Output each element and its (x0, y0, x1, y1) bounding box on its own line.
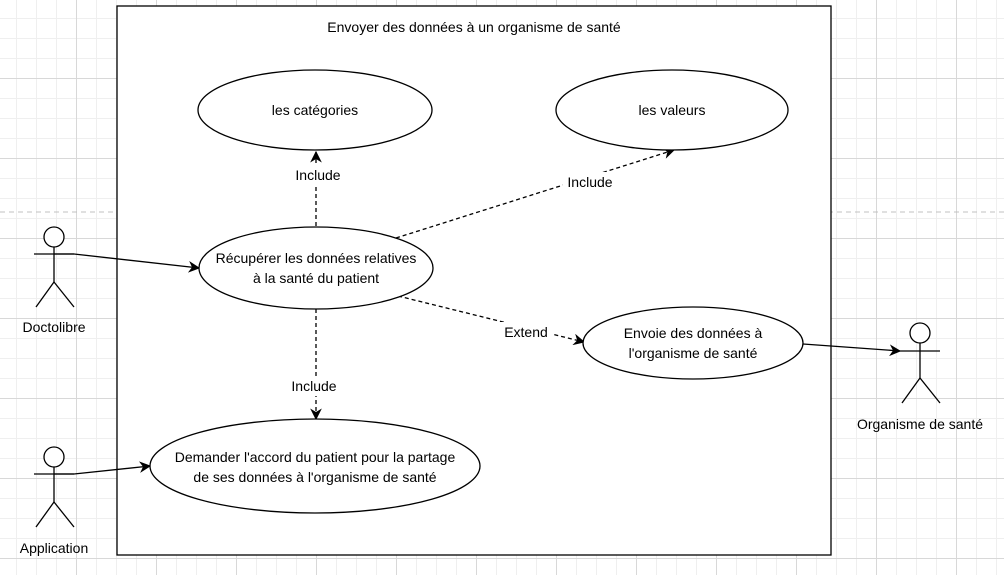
use-case-label: à la santé du patient (253, 270, 379, 286)
use-case-label: les catégories (272, 102, 358, 118)
use-case-label: Demander l'accord du patient pour la par… (175, 449, 456, 465)
use-case-valeurs[interactable]: les valeurs (555, 69, 789, 151)
system-title: Envoyer des données à un organisme de sa… (327, 19, 621, 35)
use-case-label: de ses données à l'organisme de santé (193, 469, 436, 485)
actor-head-icon (43, 446, 65, 468)
use-case-demander[interactable]: Demander l'accord du patient pour la par… (149, 418, 481, 514)
include-label-categories: Include (295, 167, 340, 183)
include-label-valeurs: Include (567, 174, 612, 190)
actor-head-icon (909, 322, 931, 344)
include-label-bg-categories (291, 165, 343, 185)
use-case-label: l'organisme de santé (629, 345, 758, 361)
use-case-recuperer[interactable]: Récupérer les données relatives à la san… (198, 226, 434, 310)
use-case-label: les valeurs (639, 102, 706, 118)
actor-application[interactable]: Application (20, 446, 89, 556)
actor-label: Organisme de santé (857, 416, 983, 432)
actor-doctolibre[interactable]: Doctolibre (22, 226, 86, 335)
include-label-bg-demander (286, 376, 342, 396)
actor-organisme[interactable]: Organisme de santé (857, 322, 983, 432)
use-case-envoie[interactable]: Envoie des données à l'organisme de sant… (582, 306, 804, 380)
use-case-label: Récupérer les données relatives (216, 250, 417, 266)
association-organisme[interactable] (802, 343, 902, 357)
include-label-bg-valeurs (563, 172, 617, 192)
extend-label-envoie: Extend (504, 324, 548, 340)
use-case-label: Envoie des données à (624, 325, 763, 341)
extend-arrow-envoie[interactable] (397, 295, 586, 346)
actor-label: Application (20, 540, 89, 556)
use-case-categories[interactable]: les catégories (197, 69, 433, 151)
extend-label-bg-envoie (499, 322, 553, 342)
actor-head-icon (43, 226, 65, 248)
include-label-demander: Include (291, 378, 336, 394)
actor-label: Doctolibre (22, 319, 85, 335)
